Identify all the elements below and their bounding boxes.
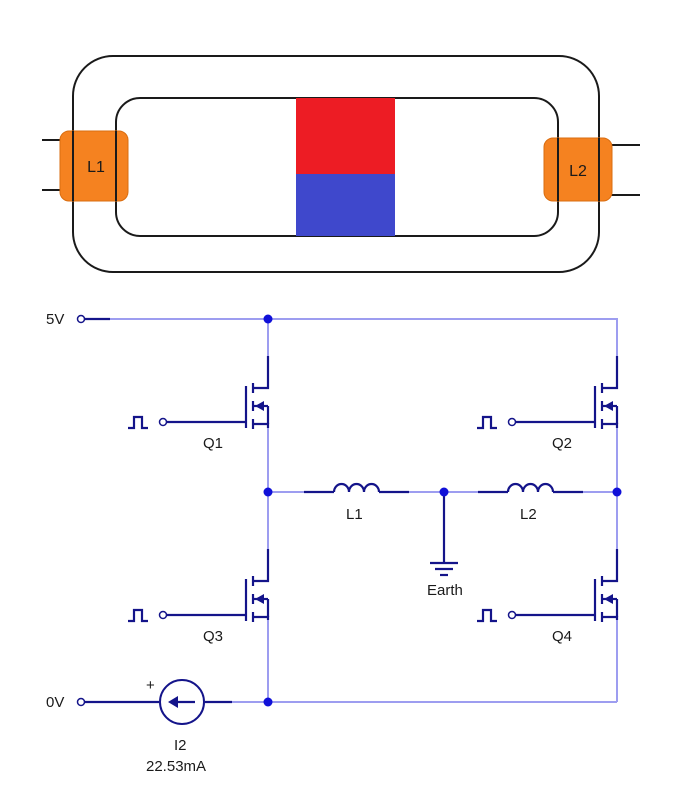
supply-terminal-dot xyxy=(76,314,86,324)
q4-arrow-icon xyxy=(604,594,613,604)
permanent-magnet xyxy=(296,98,395,236)
i2-polarity: + xyxy=(146,677,155,694)
q1-arrow-icon xyxy=(255,401,264,411)
q4-label: Q4 xyxy=(552,628,572,645)
q3-label: Q3 xyxy=(203,628,223,645)
q1-label: Q1 xyxy=(203,435,223,452)
node-mid-right xyxy=(612,487,622,497)
q2-gate-terminal xyxy=(507,417,517,427)
q4-pulse-icon xyxy=(477,608,497,623)
l1-winding xyxy=(332,482,381,493)
q2-arrow-icon xyxy=(604,401,613,411)
coil-left: L1 xyxy=(42,130,129,202)
supply-terminal: 5V xyxy=(46,311,110,328)
i2-value: 22.53mA xyxy=(146,758,206,775)
q1-pulse-icon xyxy=(128,415,148,430)
q4-drain xyxy=(602,549,619,583)
q3-source xyxy=(253,615,270,620)
l2-label: L2 xyxy=(520,506,537,523)
q1-source xyxy=(253,422,270,428)
i2-name: I2 xyxy=(174,737,187,754)
l1-label: L1 xyxy=(346,506,363,523)
magnet-north-pole xyxy=(296,98,395,174)
q4-source xyxy=(602,615,619,620)
earth-label: Earth xyxy=(427,582,463,599)
node-mid-earth xyxy=(439,487,449,497)
node-mid-left xyxy=(263,487,273,497)
i2-arrow-icon xyxy=(168,696,178,708)
ground-terminal-dot xyxy=(76,697,86,707)
supply-label: 5V xyxy=(46,311,64,328)
q2-source xyxy=(602,422,619,428)
node-supply-left xyxy=(263,314,273,324)
transistor-q4: Q4 xyxy=(477,549,619,645)
coil-right: L2 xyxy=(543,137,640,202)
coil-left-label: L1 xyxy=(87,159,105,176)
transistor-q3: Q3 xyxy=(128,549,270,645)
ground-rail-terminal: 0V xyxy=(46,694,110,711)
q4-gate-terminal xyxy=(507,610,517,620)
transistor-q2: Q2 xyxy=(477,356,619,452)
coil-left-body xyxy=(59,130,129,202)
earth-symbol: Earth xyxy=(427,492,463,599)
supply-rail-wire xyxy=(84,318,618,389)
q2-label: Q2 xyxy=(552,435,572,452)
q1-drain xyxy=(253,356,270,390)
q2-pulse-icon xyxy=(477,415,497,430)
q3-gate-terminal xyxy=(158,610,168,620)
q2-drain xyxy=(602,356,619,390)
node-ground-left xyxy=(263,697,273,707)
junction-nodes xyxy=(263,314,622,707)
inductor-l1: L1 xyxy=(304,482,409,523)
q1-gate-terminal xyxy=(158,417,168,427)
q3-drain xyxy=(253,549,270,583)
current-source-i2: + I2 22.53mA xyxy=(110,677,232,775)
ground-rail-label: 0V xyxy=(46,694,64,711)
transistor-q1: Q1 xyxy=(128,356,270,452)
q3-pulse-icon xyxy=(128,608,148,623)
q3-arrow-icon xyxy=(255,594,264,604)
l2-winding xyxy=(506,482,555,493)
coil-right-body xyxy=(543,137,613,202)
inductor-l2: L2 xyxy=(478,482,583,523)
magnet-south-pole xyxy=(296,174,395,236)
coil-right-label: L2 xyxy=(569,163,587,180)
